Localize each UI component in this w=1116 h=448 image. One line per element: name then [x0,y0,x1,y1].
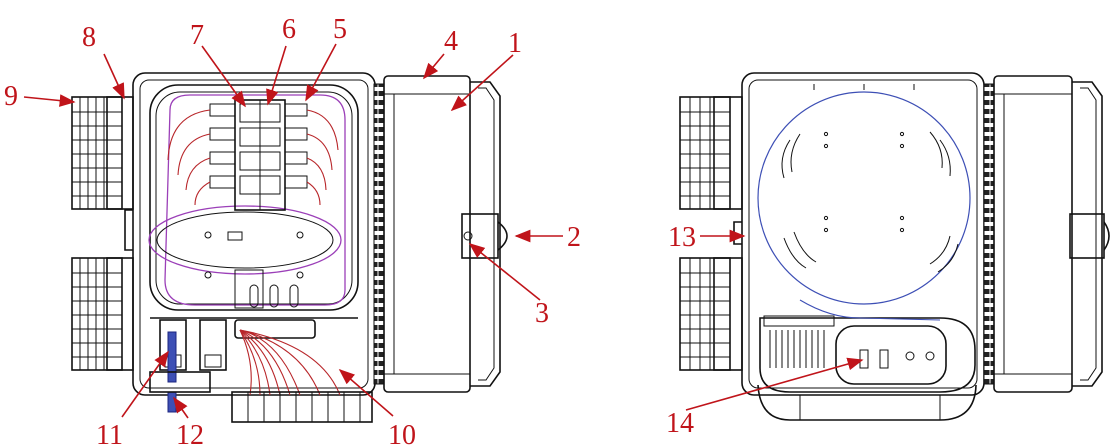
callout-11: 11 [96,420,123,448]
callout-2: 2 [567,222,581,253]
splice-tray [148,84,359,311]
hinge-strip-right [983,83,995,385]
fiber-loop [164,94,346,306]
bottom-compartment [149,317,373,423]
callout-6: 6 [282,14,296,45]
hinge-strip-left [373,83,385,385]
callout-12: 12 [176,420,204,448]
fiber-storage-ring [757,91,971,305]
callout-9: 9 [4,81,18,112]
right-port-block-top [679,96,743,210]
lower-tray [757,299,977,421]
left-port-block-top [71,96,134,210]
box-body-right [741,72,985,396]
callout-1: 1 [508,28,522,59]
callout-5: 5 [333,14,347,45]
adapter-array [209,99,308,211]
callout-14: 14 [666,408,694,439]
right-port-block-bottom [679,257,743,371]
left-port-block-bottom [71,257,134,371]
callout-7: 7 [190,20,204,51]
callout-8: 8 [82,22,96,53]
right-view-box [679,72,1110,421]
callout-13: 13 [668,222,696,253]
callout-4: 4 [444,26,458,57]
cover-left [383,75,508,393]
cover-right [993,75,1110,393]
left-view-open-box [23,43,563,423]
callout-10: 10 [388,420,416,448]
callout-3: 3 [535,298,549,329]
